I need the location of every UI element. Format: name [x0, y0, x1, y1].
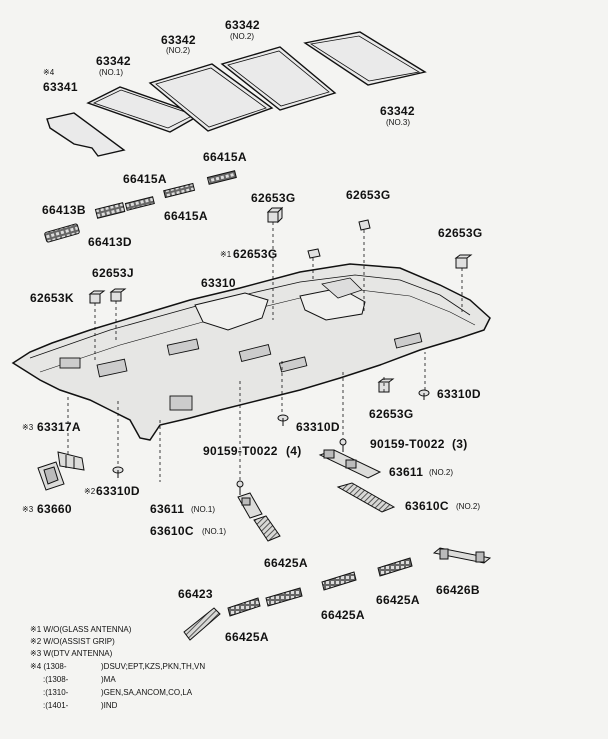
label-63610C-no1-sub: (NO.1) [202, 527, 226, 536]
label-63611-no2: 63611 [389, 465, 424, 479]
clip-62653G-e [377, 378, 395, 393]
label-63342-no1: 63342 [96, 54, 131, 68]
label-62653K: 62653K [30, 291, 74, 305]
label-63342-no2a: 63342 [161, 33, 196, 47]
lamp-63610C-no2 [336, 482, 396, 513]
label-63317A: 63317A [37, 420, 81, 434]
retainer-66415A-c [163, 182, 196, 199]
label-66425A-a: 66425A [264, 556, 308, 570]
label-90159-b: 90159-T0022 [370, 437, 445, 451]
screw-90159-a [236, 480, 244, 495]
retainer-66415A-b [124, 196, 155, 211]
trim-66425A-d [377, 557, 413, 577]
pad-63342-no3 [303, 31, 427, 86]
label-63660: 63660 [37, 502, 72, 516]
label-63341-mark: ※4 [43, 68, 55, 77]
pad-63342-no2b [220, 46, 337, 111]
label-62653G-c-mark: ※1 [220, 250, 232, 259]
label-66415A-a: 66415A [203, 150, 247, 164]
leader-lines [67, 222, 463, 482]
label-63317A-mark: ※3 [22, 423, 34, 432]
label-63342-no3: 63342 [380, 104, 415, 118]
note-4: ※4 (1308- [30, 662, 67, 671]
note-3: ※3 W(DTV ANTENNA) [30, 649, 113, 658]
label-62653G-c: 62653G [233, 247, 278, 261]
label-62653G-e: 62653G [369, 407, 414, 421]
note-1: ※1 W/O(GLASS ANTENNA) [30, 625, 132, 634]
headliner-63310 [11, 263, 491, 441]
label-63342-no2b-sub: (NO.2) [230, 32, 254, 41]
label-63310D-b: 63310D [437, 387, 481, 401]
label-62653J: 62653J [92, 266, 134, 280]
label-62653G-b: 62653G [346, 188, 391, 202]
note-2: ※2 W/O(ASSIST GRIP) [30, 637, 115, 646]
bolt-63310D-c [112, 466, 124, 478]
clip-62653J [109, 288, 127, 302]
label-66425A-c: 66425A [321, 608, 365, 622]
label-90159-b-qty: (3) [452, 437, 468, 451]
clip-62653G-c [307, 248, 321, 259]
label-66413D: 66413D [88, 235, 132, 249]
retainer-66413D [94, 202, 126, 219]
label-90159-a: 90159-T0022 [203, 444, 278, 458]
trim-66425A-b [227, 597, 261, 617]
bolt-63310D-b [418, 389, 430, 400]
grip-66426B [432, 547, 492, 564]
note-6-tail: )GEN,SA,ANCOM,CO,LA [101, 688, 193, 697]
holder-63611-no2 [318, 449, 382, 479]
pad-63341 [46, 112, 126, 157]
note-7: :(1401- [43, 701, 69, 710]
label-63611-no1-sub: (NO.1) [191, 505, 215, 514]
note-5-tail: )MA [101, 675, 116, 684]
label-66426B: 66426B [436, 583, 480, 597]
label-63342-no2b: 63342 [225, 18, 260, 32]
lamp-63610C-no1 [253, 515, 281, 542]
antenna-63660 [37, 461, 65, 491]
label-66425A-d: 66425A [376, 593, 420, 607]
label-66425A-b: 66425A [225, 630, 269, 644]
retainer-66413B [44, 223, 80, 243]
label-62653G-a: 62653G [251, 191, 296, 205]
clip-62653G-b [358, 219, 371, 231]
clip-62653G-a [266, 206, 284, 224]
note-5: :(1308- [43, 675, 69, 684]
label-63342-no1-sub: (NO.1) [99, 68, 123, 77]
label-66413B: 66413B [42, 203, 86, 217]
label-66415A-b: 66415A [123, 172, 167, 186]
note-7-tail: )IND [101, 701, 118, 710]
label-63342-no2a-sub: (NO.2) [166, 46, 190, 55]
trim-66425A-a [265, 587, 303, 607]
label-63310D-c: 63310D [96, 484, 140, 498]
holder-63611-no1 [237, 492, 263, 519]
label-63310D-a: 63310D [296, 420, 340, 434]
label-63310: 63310 [201, 276, 236, 290]
label-63341: 63341 [43, 80, 78, 94]
trim-66423 [183, 607, 221, 641]
note-6: :(1310- [43, 688, 69, 697]
clip-62653K [88, 290, 106, 304]
label-63610C-no1: 63610C [150, 524, 194, 538]
screw-90159-b [339, 438, 347, 452]
label-66415A-c: 66415A [164, 209, 208, 223]
label-63610C-no2-sub: (NO.2) [456, 502, 480, 511]
bolt-63310D-a [277, 414, 289, 426]
label-62653G-d: 62653G [438, 226, 483, 240]
label-63611-no1: 63611 [150, 502, 185, 516]
label-90159-a-qty: (4) [286, 444, 302, 458]
clip-62653G-d [454, 254, 473, 269]
label-66423: 66423 [178, 587, 213, 601]
label-63310D-c-mark: ※2 [84, 487, 96, 496]
label-63611-no2-sub: (NO.2) [429, 468, 453, 477]
trim-66425A-c [321, 571, 357, 591]
label-63610C-no2: 63610C [405, 499, 449, 513]
pad-63342-no2a [148, 63, 274, 132]
bracket-63317A [57, 451, 85, 471]
note-4-tail: )DSUV;EPT,KZS,PKN,TH,VN [101, 662, 206, 671]
label-63660-mark: ※3 [22, 505, 34, 514]
label-63342-no3-sub: (NO.3) [386, 118, 410, 127]
retainer-66415A-a [206, 170, 237, 185]
